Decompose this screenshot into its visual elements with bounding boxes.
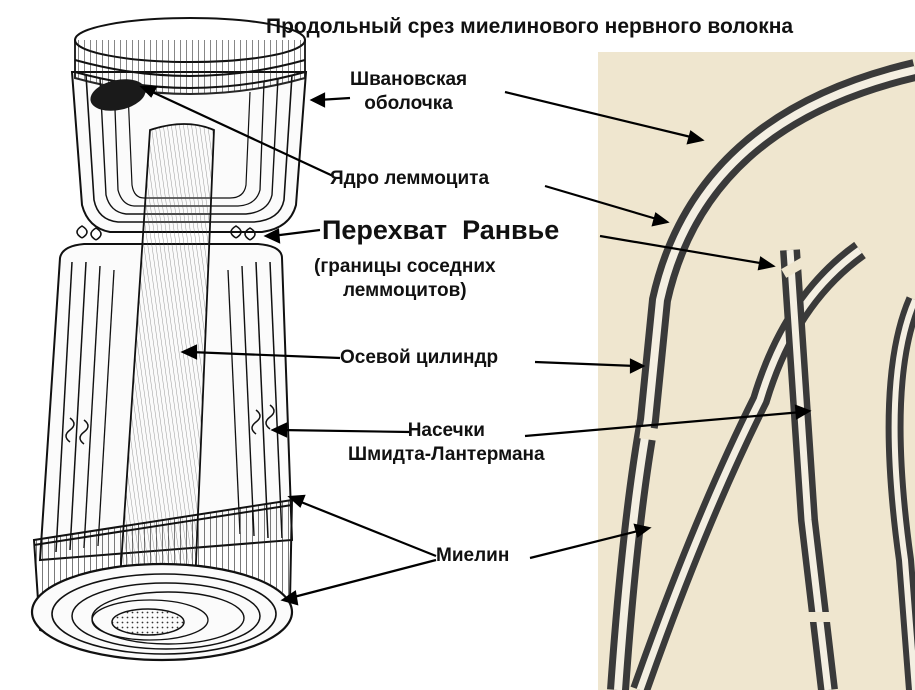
label-lemmocyte-nucleus: Ядро леммоцита [330, 167, 489, 191]
label-axial-cylinder: Осевой цилиндр [340, 346, 498, 370]
diagram-title: Продольный срез миелинового нервного вол… [266, 14, 793, 40]
label-myelin: Миелин [436, 544, 509, 568]
label-schmidt-lanterman-incisures: Насечки Шмидта-Лантермана [348, 419, 545, 467]
label-node-of-ranvier-note: (границы соседних леммоцитов) [314, 255, 496, 303]
label-node-of-ranvier: Перехват Ранвье [322, 214, 559, 248]
axon-cross-section [112, 609, 184, 635]
label-schwann-sheath: Швановская оболочка [350, 68, 467, 116]
micrograph-panel [598, 52, 915, 690]
